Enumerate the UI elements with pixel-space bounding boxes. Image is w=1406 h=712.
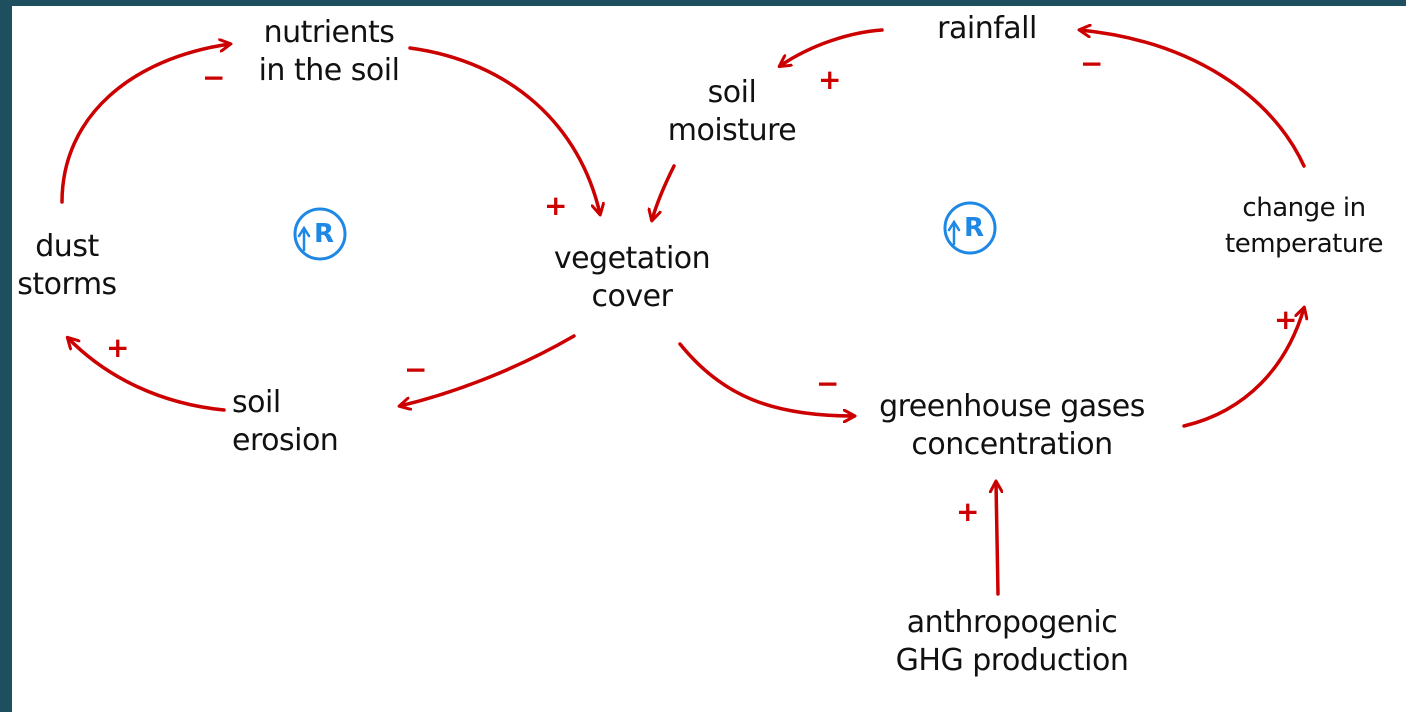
node-temperature-line2: temperature — [1225, 229, 1383, 259]
node-dust-storms-line2: storms — [17, 267, 117, 302]
loop-label-right: R — [963, 213, 985, 243]
polarity-vegetation-to-greenhouse-gases: − — [816, 367, 840, 400]
link-vegetation-to-soil-erosion — [400, 334, 576, 406]
node-nutrients-line1: nutrients — [263, 15, 395, 50]
node-vegetation-cover-line1: vegetation — [553, 241, 711, 276]
loop-label-left: R — [313, 219, 335, 249]
node-greenhouse-line2: concentration — [911, 427, 1113, 462]
link-greenhouse-gases-to-temperature — [1182, 308, 1304, 428]
node-dust-storms-line1: dust — [35, 229, 99, 264]
link-rainfall-to-soil-moisture — [780, 28, 884, 66]
polarity-temperature-to-rainfall: − — [1080, 47, 1104, 80]
polarity-anthropogenic-to-greenhouse-gases: + — [956, 495, 980, 528]
node-vegetation-cover-line2: cover — [591, 279, 673, 314]
node-greenhouse-line1: greenhouse gases — [879, 389, 1145, 424]
polarity-greenhouse-gases-to-temperature: + — [1274, 303, 1298, 336]
node-temperature-line1: change in — [1242, 193, 1366, 223]
link-soil-erosion-to-dust-storms — [68, 338, 226, 412]
node-soil-erosion-line2: erosion — [232, 423, 339, 458]
node-anthropogenic-line1: anthropogenic — [906, 605, 1118, 640]
node-rainfall: rainfall — [902, 10, 1072, 48]
link-temperature-to-rainfall — [1080, 30, 1306, 168]
link-nutrients-to-vegetation — [408, 46, 600, 214]
node-soil-erosion: soil erosion — [232, 384, 382, 460]
node-rainfall-line1: rainfall — [937, 11, 1037, 46]
node-dust-storms: dust storms — [12, 228, 126, 304]
node-vegetation-cover: vegetation cover — [532, 240, 732, 316]
polarity-rainfall-to-soil-moisture: + — [818, 63, 842, 96]
polarity-vegetation-to-soil-erosion: − — [404, 353, 428, 386]
link-soil-moisture-to-vegetation — [652, 164, 676, 220]
loop-marker-left — [293, 207, 347, 261]
diagram-canvas: R R nutrients in the soil dust storms so… — [12, 6, 1406, 712]
loop-marker-right — [943, 201, 997, 255]
link-anthropogenic-to-greenhouse-gases — [996, 482, 998, 596]
node-nutrients-in-soil: nutrients in the soil — [244, 14, 414, 90]
polarity-nutrients-to-vegetation: + — [544, 189, 568, 222]
node-anthropogenic-line2: GHG production — [895, 643, 1129, 678]
polarity-dust-storms-to-nutrients: − — [202, 61, 226, 94]
link-vegetation-to-greenhouse-gases — [678, 342, 854, 416]
link-dust-storms-to-nutrients — [60, 44, 230, 204]
node-soil-erosion-line1: soil — [232, 385, 281, 420]
node-nutrients-line2: in the soil — [258, 53, 400, 88]
node-soil-moisture-line2: moisture — [667, 113, 797, 148]
polarity-soil-erosion-to-dust-storms: + — [106, 331, 130, 364]
node-soil-moisture-line1: soil — [707, 75, 757, 110]
node-greenhouse-gases-concentration: greenhouse gases concentration — [862, 388, 1162, 464]
node-anthropogenic-ghg-production: anthropogenic GHG production — [872, 604, 1152, 680]
causal-links-layer — [60, 6, 1406, 596]
node-soil-moisture: soil moisture — [642, 74, 822, 150]
node-change-in-temperature: change in temperature — [1204, 190, 1404, 262]
